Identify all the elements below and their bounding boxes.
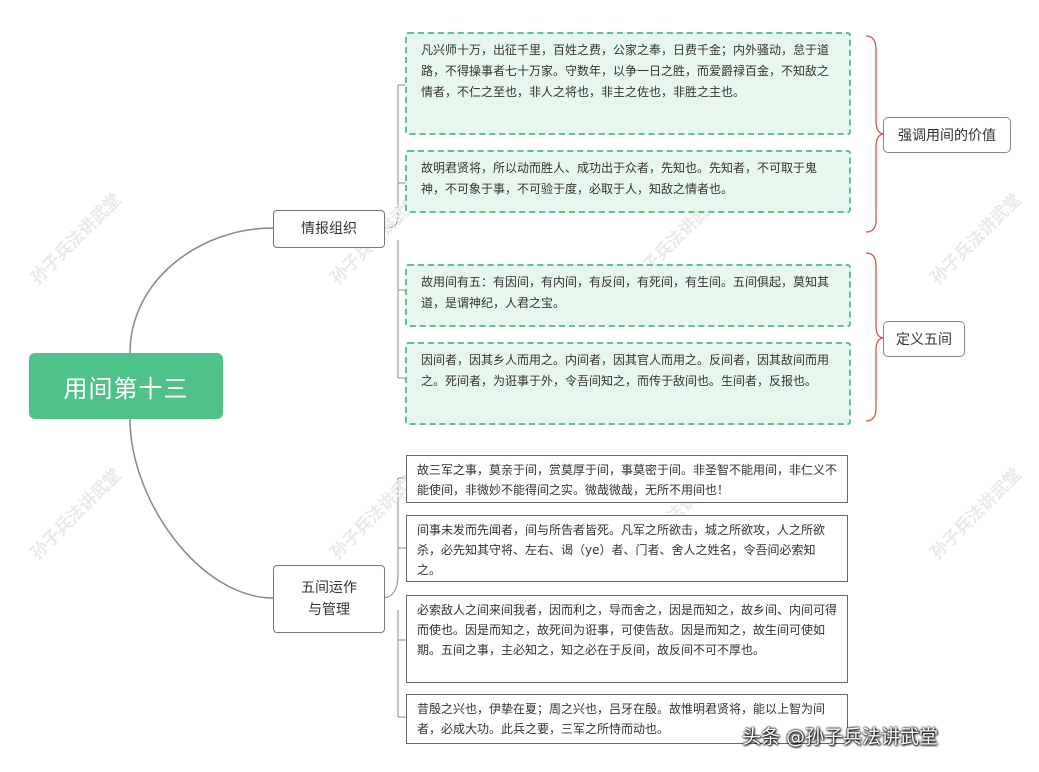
note-define-2[interactable]: 因间者，因其乡人而用之。内间者，因其官人而用之。反间者，因其敌间而用之。死间者，…: [405, 342, 851, 425]
note-define-1[interactable]: 故用间有五：有因间，有内间，有反间，有死间，有生间。五间俱起，莫知其道，是谓神纪…: [405, 264, 851, 327]
connector-intel-notes: [382, 85, 399, 378]
note-ops-1[interactable]: 故三军之事，莫亲于间，赏莫厚于间，事莫密于间。非圣智不能用间，非仁义不能使间，非…: [406, 455, 848, 503]
connector-root-ops: [129, 418, 274, 599]
note-ops-4[interactable]: 昔殷之兴也，伊挚在夏；周之兴也，吕牙在殷。故惟明君贤将，能以上智为间者，必成大功…: [406, 694, 848, 744]
note-ops-2[interactable]: 间事未发而先闻者，间与所告者皆死。凡军之所欲击，城之所欲攻，人之所欲杀，必先知其…: [406, 515, 848, 582]
credit-watermark: 头条 @孙子兵法讲武堂: [742, 726, 939, 748]
branch-label-line: 五间运作: [301, 580, 357, 596]
connector-ops-notes: [382, 478, 399, 717]
connector-root-intel: [129, 227, 274, 354]
topic-emphasize-value[interactable]: 强调用间的价值: [883, 117, 1011, 153]
brace-define: [865, 252, 885, 422]
note-value-1[interactable]: 凡兴师十万，出征千里，百姓之费，公家之奉，日费千金；内外骚动，怠于道路，不得操事…: [405, 32, 851, 135]
topic-define-five-spies[interactable]: 定义五间: [883, 321, 965, 357]
note-value-2[interactable]: 故明君贤将，所以动而胜人、成功出于众者，先知也。先知者，不可取于鬼神，不可象于事…: [405, 150, 851, 213]
brace-value: [865, 35, 885, 233]
branch-intel-organization[interactable]: 情报组织: [273, 210, 385, 248]
note-ops-3[interactable]: 必索敌人之间来间我者，因而利之，导而舍之，因是而知之，故乡间、内间可得而使也。因…: [406, 595, 848, 683]
branch-label-line: 与管理: [308, 602, 350, 618]
branch-operations-management[interactable]: 五间运作 与管理: [273, 565, 385, 633]
root-node[interactable]: 用间第十三: [29, 353, 223, 419]
